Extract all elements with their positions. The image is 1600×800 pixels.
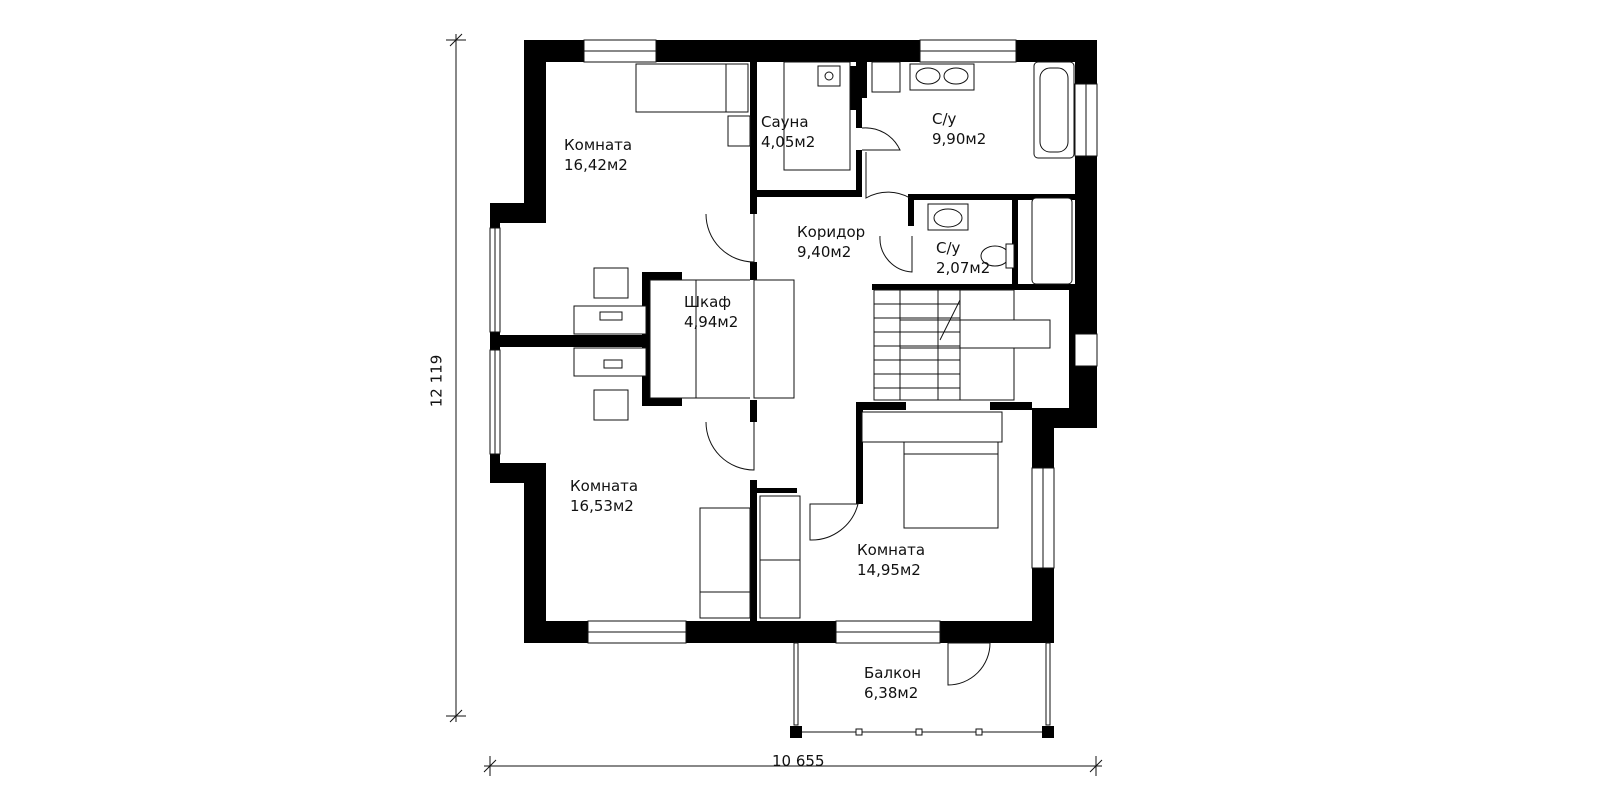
room-area: 9,40м2 [797,243,852,261]
room-name: Комната [857,541,926,559]
furniture [573,61,1075,726]
interior-walls [500,62,1075,621]
room-name: Комната [564,136,633,154]
room-name: С/у [936,239,961,257]
room-label-room-1: Комната 16,42м2 [564,135,632,175]
room-name: Сауна [761,113,809,131]
room-area: 2,07м2 [936,259,991,277]
room-name: Коридор [797,223,866,241]
room-label-room-3: Комната 14,95м2 [857,540,925,580]
room-area: 4,05м2 [761,133,816,151]
room-area: 14,95м2 [857,561,921,579]
width-dimension-label: 10 655 [772,752,825,770]
room-name: Комната [570,477,639,495]
room-area: 6,38м2 [864,684,919,702]
height-dimension-label: 12 119 [427,354,446,408]
room-area: 4,94м2 [684,313,739,331]
room-label-corridor: Коридор 9,40м2 [797,222,865,262]
height-dimension-line [446,33,466,723]
room-area: 9,90м2 [932,130,987,148]
room-label-balcony: Балкон 6,38м2 [864,663,921,703]
doors [705,127,991,686]
room-label-bath-small: С/у 2,07м2 [936,238,990,278]
room-name: Балкон [864,664,922,682]
room-area: 16,42м2 [564,156,628,174]
room-area: 16,53м2 [570,497,634,515]
room-name: С/у [932,110,957,128]
room-label-sauna: Сауна 4,05м2 [761,112,815,152]
room-label-room-2: Комната 16,53м2 [570,476,638,516]
balcony-rail [790,726,1054,738]
room-name: Шкаф [684,293,732,311]
stair-treads [874,290,961,400]
room-label-bath-main: С/у 9,90м2 [932,109,986,149]
width-dimension-line [483,756,1103,776]
room-label-closet: Шкаф 4,94м2 [684,292,738,332]
